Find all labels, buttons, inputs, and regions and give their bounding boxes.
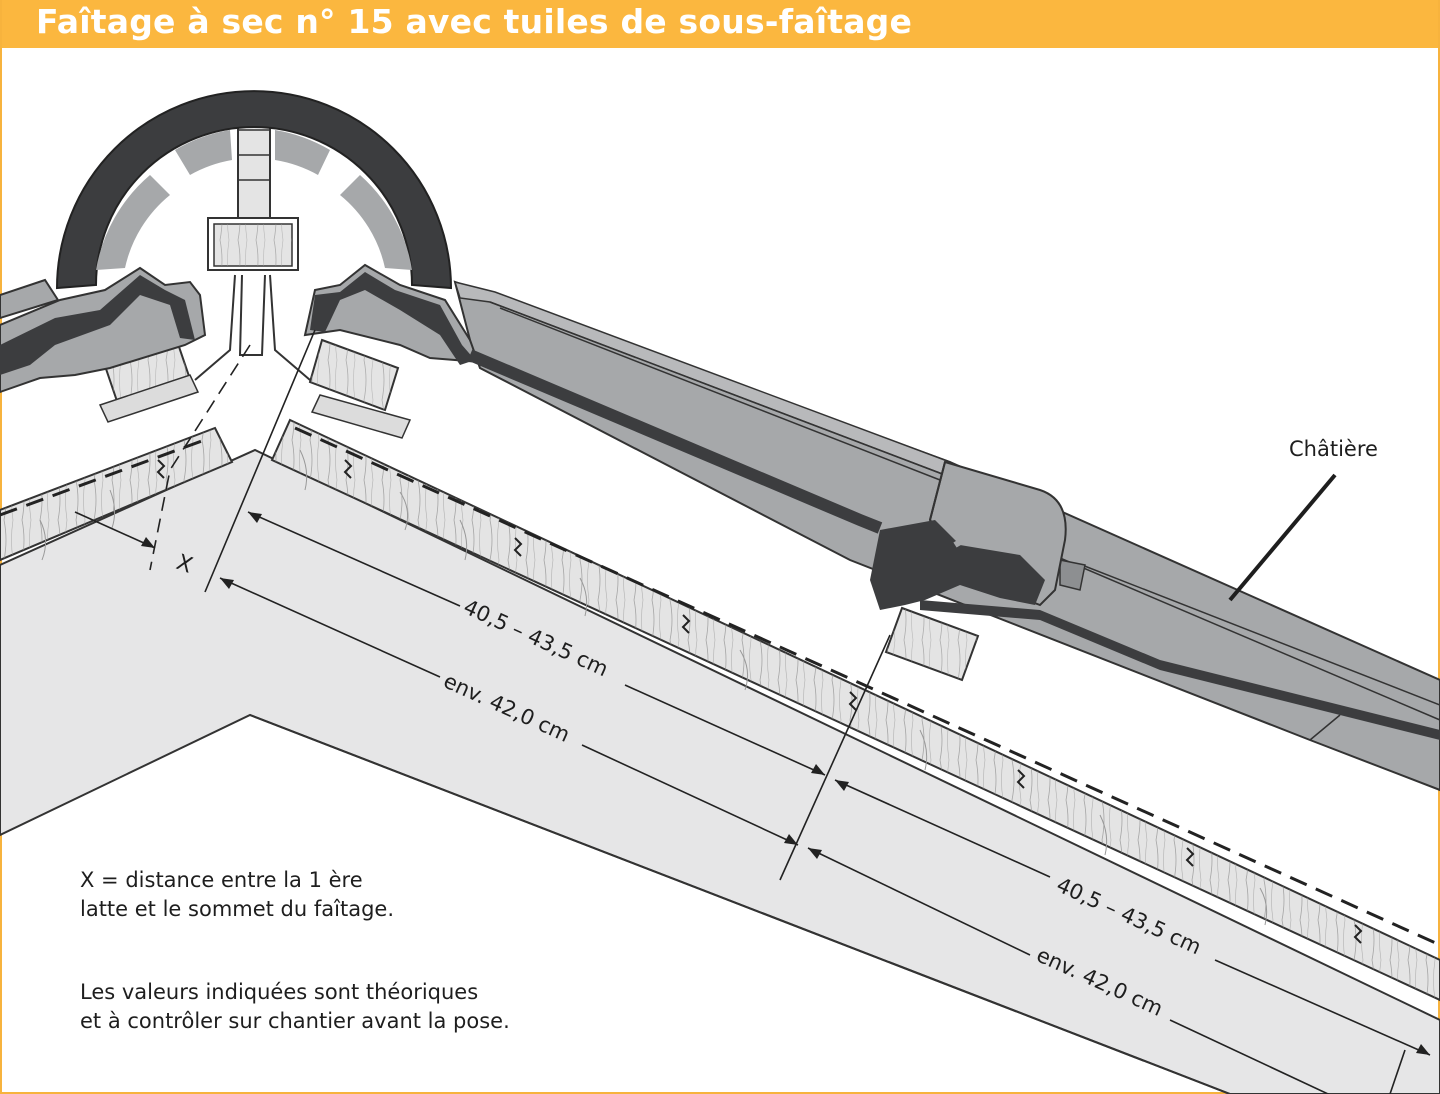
title-bar: Faîtage à sec n° 15 avec tuiles de sous-… — [0, 0, 1440, 48]
chatiere-leader-line — [1228, 473, 1337, 602]
chatiere-label: Châtière — [1289, 437, 1378, 461]
dimension-lines — [74, 329, 1431, 1094]
counter-batten-left — [0, 426, 234, 562]
chatiere-vent-tile — [870, 460, 1440, 740]
ridge-tile — [55, 90, 453, 290]
x-definition-line-2: latte et le sommet du faîtage. — [80, 897, 394, 921]
rafter-panel — [0, 448, 1440, 1094]
roof-ridge-diagram: 40,5 – 43,5 cm env. 42,0 cm 40,5 – 43,5 … — [0, 90, 1440, 1094]
page-title: Faîtage à sec n° 15 avec tuiles de sous-… — [36, 2, 913, 41]
dimension-arrowheads — [141, 512, 1430, 1055]
under-ridge-tile-left — [0, 266, 207, 394]
ridge-fixing-bracket — [194, 274, 311, 381]
under-ridge-tile-right — [303, 263, 482, 365]
x-definition-note: X = distance entre la 1 ère latte et le … — [80, 866, 394, 924]
disclaimer-line-1: Les valeurs indiquées sont théoriques — [80, 980, 479, 1004]
underlay-membrane-left — [0, 436, 211, 517]
disclaimer-note: Les valeurs indiquées sont théoriques et… — [80, 978, 510, 1036]
wood-grain-lines — [39, 449, 1268, 926]
disclaimer-line-2: et à contrôler sur chantier avant la pos… — [80, 1009, 510, 1033]
x-definition-line-1: X = distance entre la 1 ère — [80, 868, 363, 892]
batten-notches — [156, 459, 1363, 944]
